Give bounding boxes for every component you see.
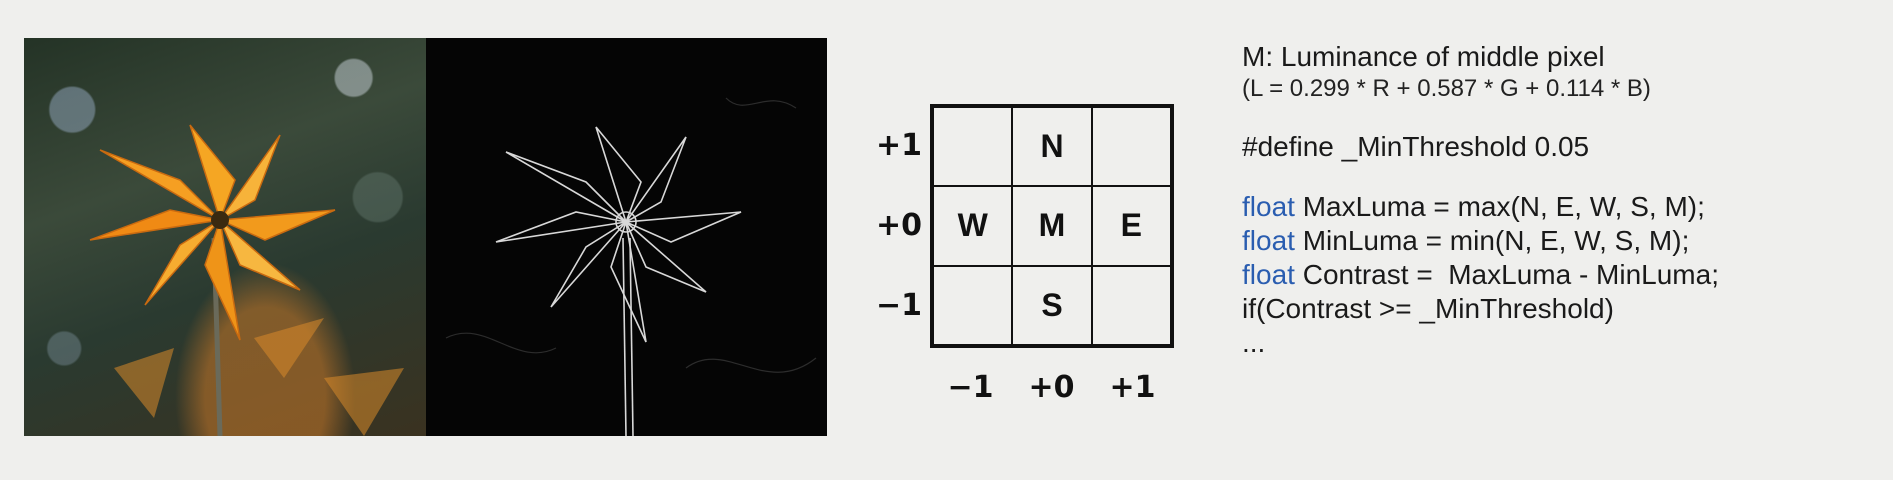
code-keyword: float — [1242, 259, 1295, 290]
pinwheel-color-illustration — [89, 124, 404, 436]
luminance-heading: M: Luminance of middle pixel — [1242, 41, 1605, 72]
code-keyword: float — [1242, 191, 1295, 222]
code-line-if-contrast: if(Contrast >= _MinThreshold) — [1242, 292, 1882, 326]
explanation-text-block: M: Luminance of middle pixel (L = 0.299 … — [1242, 40, 1882, 360]
luminance-formula: (L = 0.299 * R + 0.587 * G + 0.114 * B) — [1242, 75, 1651, 102]
code-text: Contrast = MaxLuma - MinLuma; — [1294, 259, 1719, 290]
grid-cell-north: N — [1012, 107, 1092, 187]
code-keyword: float — [1242, 225, 1295, 256]
pinwheel-edge-illustration — [445, 97, 817, 436]
grid-cell-top-right — [1091, 107, 1171, 187]
grid-cell-bottom-right — [1091, 265, 1171, 345]
code-text: if(Contrast >= _MinThreshold) — [1242, 293, 1614, 324]
col-label-minus1: −1 — [947, 370, 994, 405]
grid-cell-bottom-left — [933, 265, 1013, 345]
grid-cell-middle: M — [1012, 186, 1092, 266]
grid-cell-south: S — [1012, 265, 1092, 345]
row-label-minus1: −1 — [875, 288, 922, 323]
grid-cell-east: E — [1091, 186, 1171, 266]
code-line-ellipsis: ... — [1242, 326, 1882, 360]
neighbor-grid-diagram: +1 +0 −1 N W M E S −1 +0 +1 — [850, 88, 1180, 428]
col-label-zero: +0 — [1028, 370, 1075, 405]
grid-cell-top-left — [933, 107, 1013, 187]
pinwheel-color-photo — [24, 38, 426, 436]
neighbor-grid: N W M E S — [930, 104, 1174, 348]
code-text: MaxLuma = max(N, E, W, S, M); — [1294, 191, 1705, 222]
pinwheel-edge-photo — [426, 38, 827, 436]
code-text: MinLuma = min(N, E, W, S, M); — [1294, 225, 1690, 256]
code-text: ... — [1242, 327, 1266, 358]
pinwheel-photo-pair — [24, 38, 827, 436]
row-label-plus1: +1 — [875, 128, 922, 163]
code-line-contrast: float Contrast = MaxLuma - MinLuma; — [1242, 258, 1882, 292]
col-label-plus1: +1 — [1109, 370, 1156, 405]
row-label-zero: +0 — [875, 208, 922, 243]
min-threshold-define: #define _MinThreshold 0.05 — [1242, 131, 1590, 162]
code-line-min-luma: float MinLuma = min(N, E, W, S, M); — [1242, 224, 1882, 258]
code-line-max-luma: float MaxLuma = max(N, E, W, S, M); — [1242, 190, 1882, 224]
grid-cell-west: W — [933, 186, 1013, 266]
